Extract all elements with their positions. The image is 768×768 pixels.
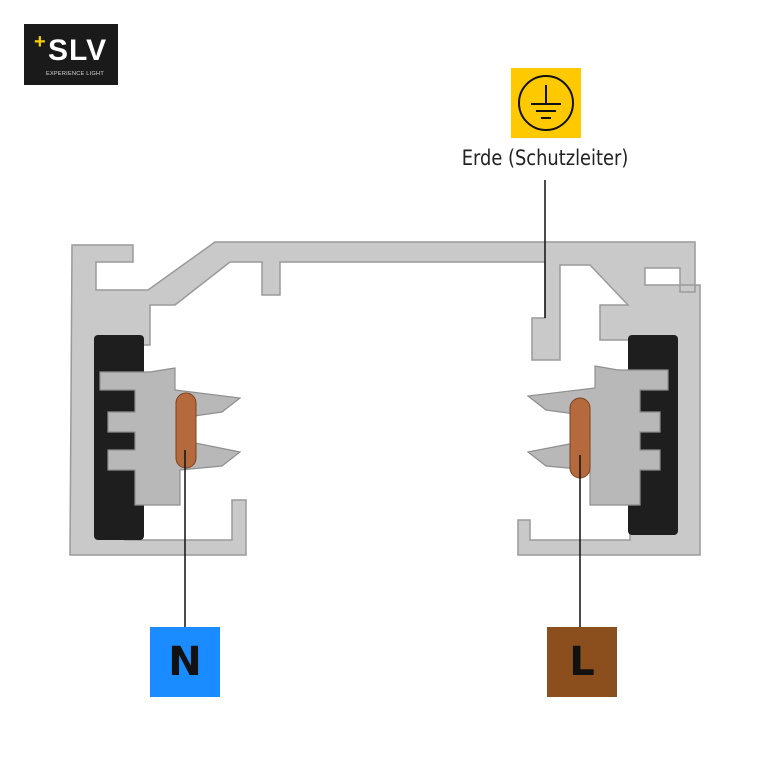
logo-tagline: EXPERIENCE LIGHT: [46, 71, 104, 77]
earth-symbol-box: [511, 68, 581, 138]
leader-line: [184, 180, 581, 627]
copper-conductor: [175, 392, 591, 479]
live-tag: L: [547, 627, 617, 697]
logo-plus-icon: +: [34, 31, 46, 53]
slv-logo: + SLV EXPERIENCE LIGHT: [24, 24, 118, 85]
logo-brand: SLV: [48, 34, 108, 67]
insulator: [99, 365, 669, 506]
protective-earth-icon: [518, 75, 574, 131]
earth-label: Erde (Schutzleiter): [461, 146, 629, 170]
neutral-tag: N: [150, 627, 220, 697]
